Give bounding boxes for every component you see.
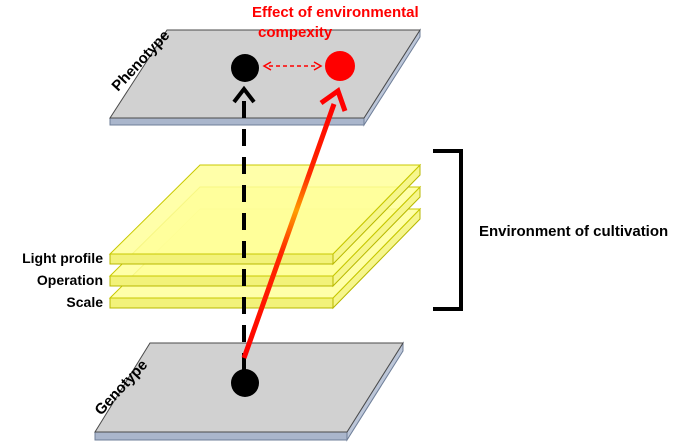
red-arrow-head <box>319 87 348 112</box>
red-arrow-shaft <box>241 103 337 359</box>
effect-label-line1: Effect of environmental <box>252 4 419 21</box>
scale-label: Scale <box>66 294 103 310</box>
layer-light-profile <box>108 163 422 266</box>
phenotype-dot-black <box>231 54 259 82</box>
genotype-dot <box>231 369 259 397</box>
double-arrow-left-head <box>262 61 272 71</box>
phenotype-dot-red <box>325 51 355 81</box>
environment-label: Environment of cultivation <box>479 223 668 240</box>
light-profile-label: Light profile <box>22 250 103 266</box>
effect-label-line2: compexity <box>258 24 333 41</box>
dashed-arrow-head <box>232 85 256 104</box>
environment-bracket <box>433 149 463 311</box>
double-arrow-right-head <box>313 61 323 71</box>
operation-label: Operation <box>37 272 103 288</box>
